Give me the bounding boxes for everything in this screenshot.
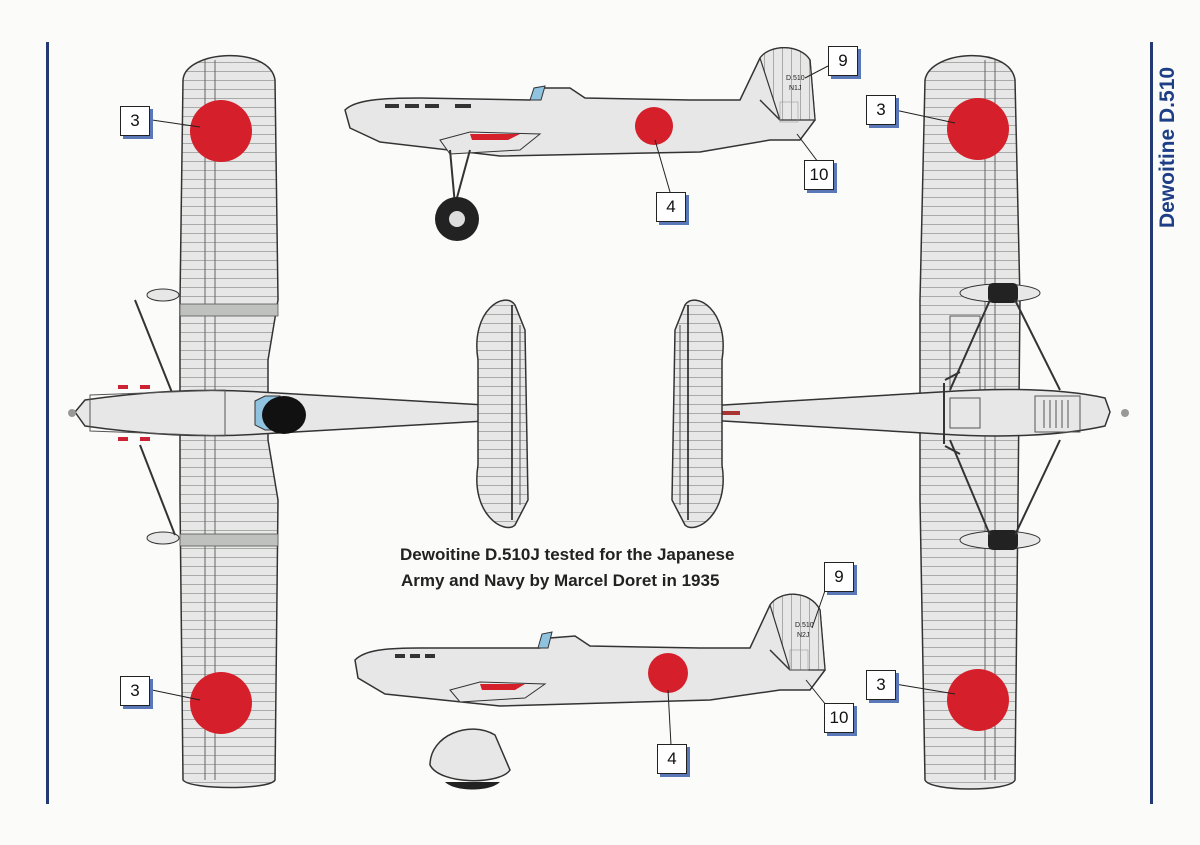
upper-profile-roundel xyxy=(635,107,673,145)
underside-fuselage xyxy=(678,371,1129,455)
top-view-lower-roundel xyxy=(190,672,252,734)
callout-9-upper-profile: 9 xyxy=(828,46,858,76)
caption-line-2: Army and Navy by Marcel Doret in 1935 xyxy=(401,571,720,590)
callout-4-upper-profile: 4 xyxy=(656,192,686,222)
callout-3-top-view-upper: 3 xyxy=(120,106,150,136)
upper-type-marking: D.510 xyxy=(786,75,805,82)
underside-tailplane xyxy=(671,299,724,529)
callout-10-lower-profile: 10 xyxy=(824,703,854,733)
callout-10-upper-profile: 10 xyxy=(804,160,834,190)
top-view xyxy=(68,54,529,789)
caption-line-1: Dewoitine D.510J tested for the Japanese xyxy=(400,545,735,564)
lower-profile-roundel xyxy=(648,653,688,693)
underside-lower-roundel xyxy=(947,669,1009,731)
cockpit-headrest xyxy=(262,396,306,434)
lower-type-marking: D.510 xyxy=(795,622,814,629)
underside-view xyxy=(671,54,1129,790)
callout-4-lower-profile: 4 xyxy=(657,744,687,774)
top-view-tailplane xyxy=(476,299,529,529)
upper-registration: N1J xyxy=(789,85,801,92)
callout-3-underside-upper: 3 xyxy=(866,95,896,125)
lower-profile-view: D.510 N2J xyxy=(354,593,826,790)
underside-upper-roundel xyxy=(947,98,1009,160)
top-view-upper-roundel xyxy=(190,100,252,162)
callout-3-top-view-lower: 3 xyxy=(120,676,150,706)
caption: Dewoitine D.510J tested for the Japanese… xyxy=(400,542,900,594)
callout-3-underside-lower: 3 xyxy=(866,670,896,700)
lower-registration: N2J xyxy=(797,632,809,639)
upper-profile-view: D.510 N1J xyxy=(344,47,816,241)
top-view-fuselage xyxy=(68,385,521,441)
right-border-rule xyxy=(1150,42,1153,804)
callout-9-lower-profile: 9 xyxy=(824,562,854,592)
left-border-rule xyxy=(46,42,49,804)
